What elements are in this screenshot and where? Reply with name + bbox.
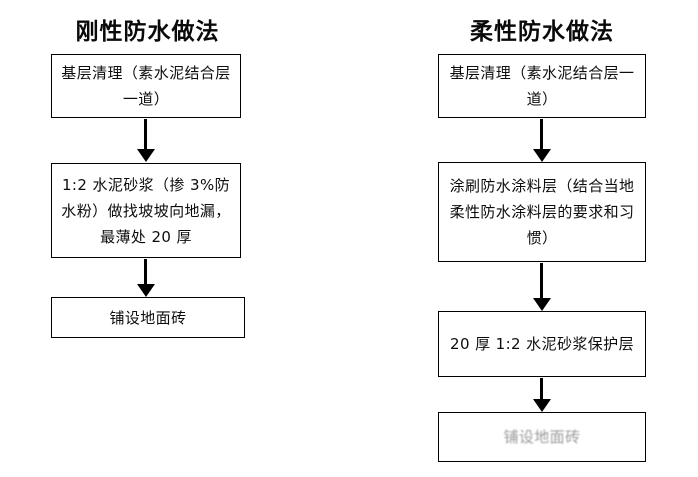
arrow-shaft [540,378,544,400]
flow-node-rigid-1-label: 基层清理（素水泥结合层一道） [61,64,231,108]
flow-node-flex-4[interactable]: 铺设地面砖 [438,412,646,462]
flow-node-flex-3-label: 20 厚 1:2 水泥砂浆保护层 [450,335,634,353]
flow-node-rigid-3-label: 铺设地面砖 [109,308,187,327]
arrow-head-icon [533,298,551,311]
flow-node-rigid-2-label: 1:2 水泥砂浆（掺 3%防水粉）做找坡坡向地漏，最薄处 20 厚 [61,175,231,246]
column-title-rigid: 刚性防水做法 [75,18,220,45]
flow-node-flex-1[interactable]: 基层清理（素水泥结合层一道） [438,54,646,118]
arrow-head-icon [533,399,551,412]
arrow-rigid-2-to-3 [137,259,155,297]
flow-node-flex-4-label: 铺设地面砖 [503,428,581,446]
flow-node-rigid-2[interactable]: 1:2 水泥砂浆（掺 3%防水粉）做找坡坡向地漏，最薄处 20 厚 [51,163,241,258]
flow-node-flex-3[interactable]: 20 厚 1:2 水泥砂浆保护层 [438,311,646,377]
arrow-head-icon [137,149,155,162]
flow-column-flexible: 柔性防水做法 基层清理（素水泥结合层一道） 涂刷防水涂料层（结合当地柔性防水涂料… [349,0,698,477]
column-title-flexible: 柔性防水做法 [470,18,614,45]
arrow-head-icon [533,149,551,162]
flow-node-flex-2[interactable]: 涂刷防水涂料层（结合当地柔性防水涂料层的要求和习惯） [438,162,646,262]
arrow-flex-3-to-4 [533,378,551,412]
arrow-shaft [540,263,544,299]
flow-column-rigid: 刚性防水做法 基层清理（素水泥结合层一道） 1:2 水泥砂浆（掺 3%防水粉）做… [51,18,245,338]
arrow-head-icon [137,284,155,297]
flow-node-flex-2-label: 涂刷防水涂料层（结合当地柔性防水涂料层的要求和习惯） [449,177,635,247]
flow-node-rigid-3[interactable]: 铺设地面砖 [51,297,245,338]
arrow-shaft [144,119,148,150]
arrow-rigid-1-to-2 [137,119,155,162]
arrow-flex-1-to-2 [533,119,551,162]
flow-node-rigid-1[interactable]: 基层清理（素水泥结合层一道） [51,54,241,118]
arrow-shaft [144,259,148,285]
arrow-shaft [540,119,544,150]
flow-node-flex-1-label: 基层清理（素水泥结合层一道） [449,64,635,108]
arrow-flex-2-to-3 [533,263,551,311]
